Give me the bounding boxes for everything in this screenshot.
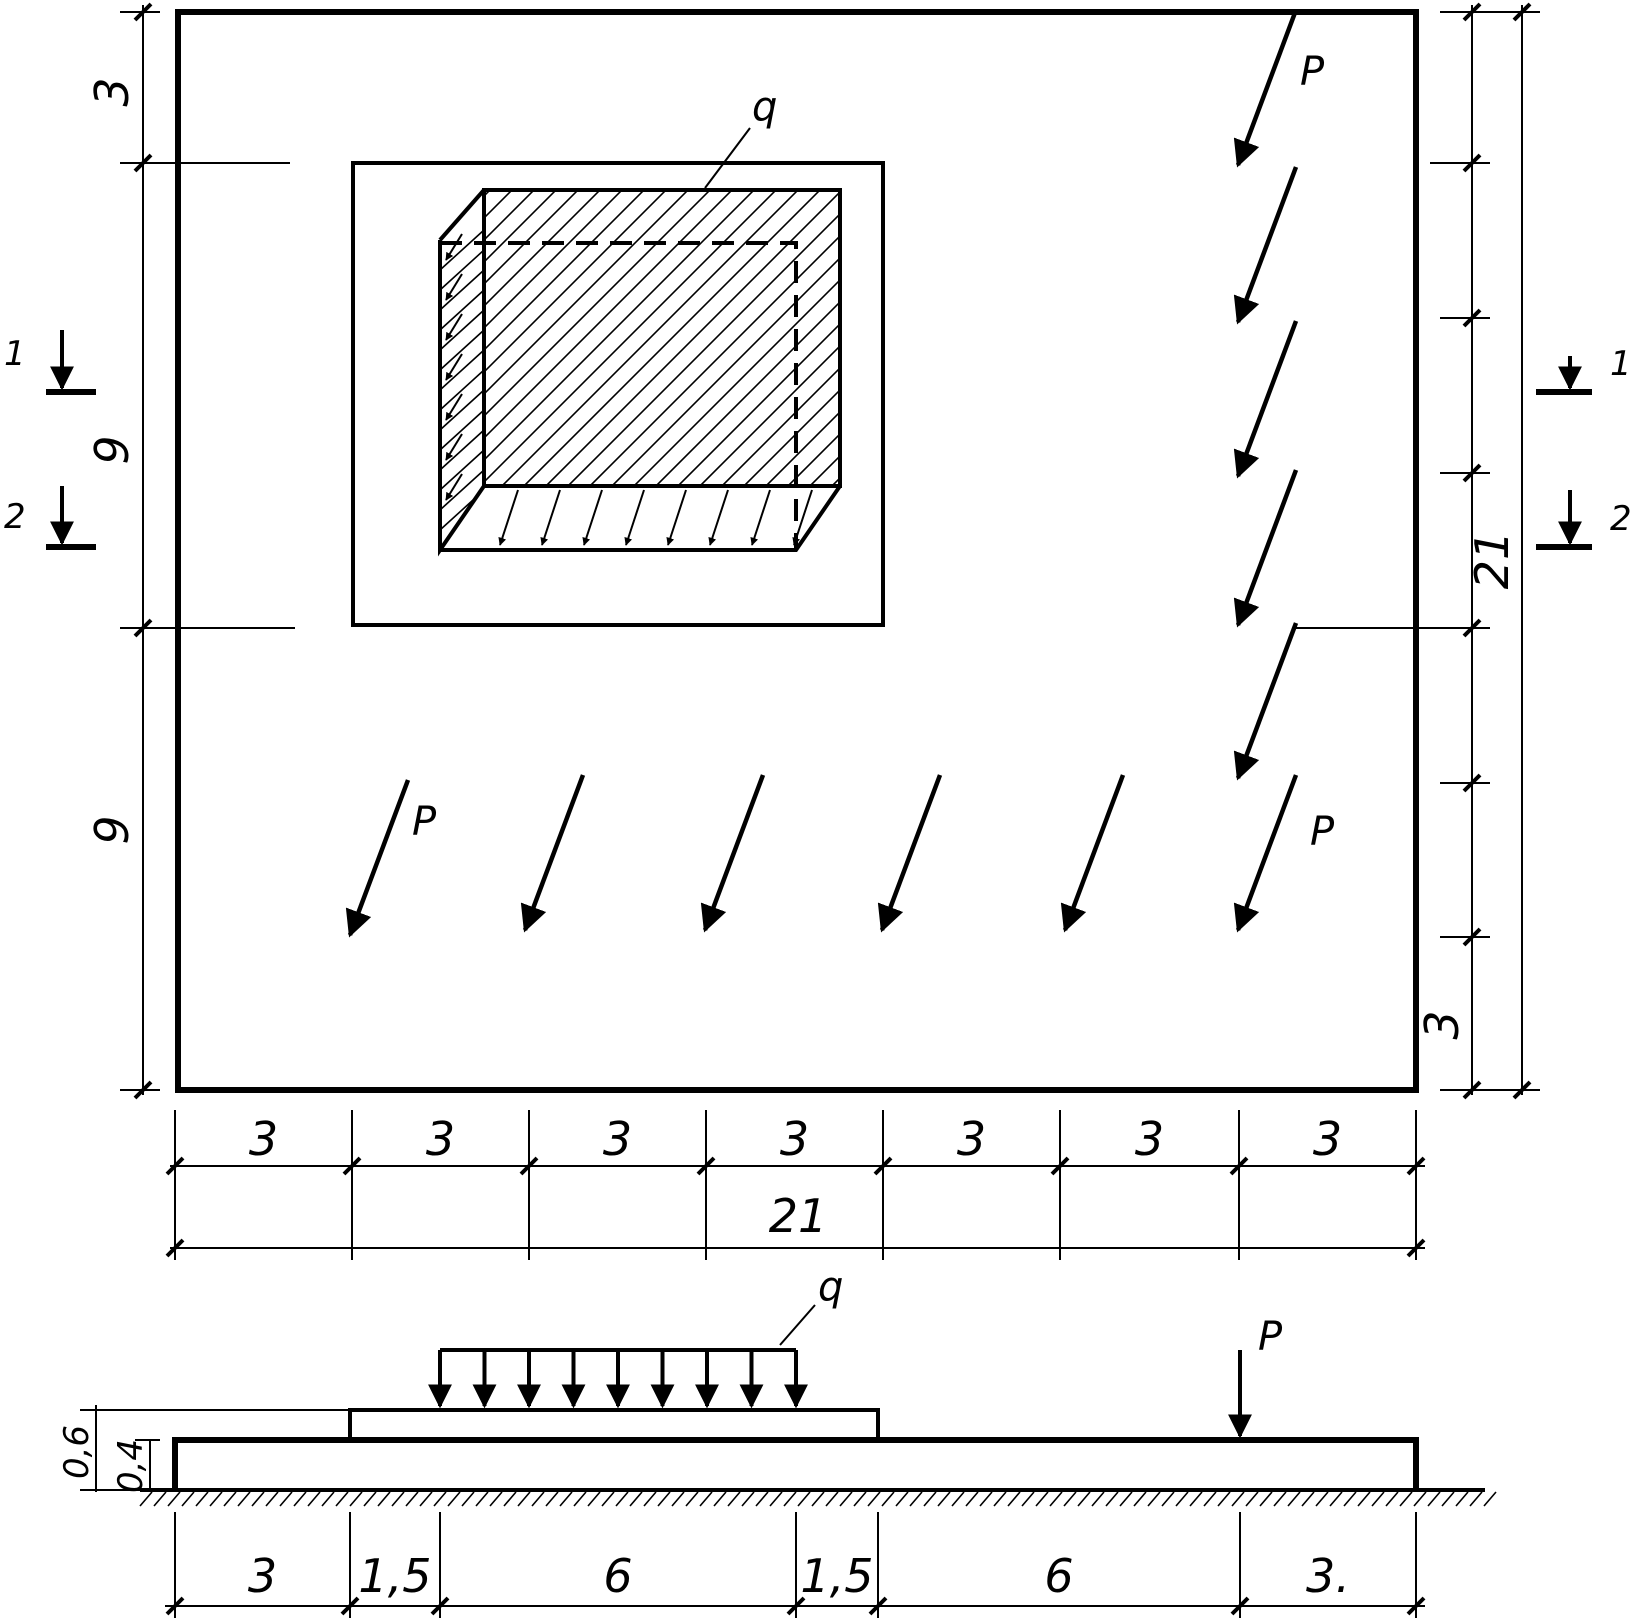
block-left-edge <box>438 188 486 242</box>
side-load-arrow <box>445 233 463 261</box>
side-load-arrow <box>445 273 463 301</box>
q-leader-plan <box>704 127 751 189</box>
section-dim-segment: 3. <box>1306 1549 1350 1603</box>
bottom-dim-segment: 3 <box>1135 1112 1164 1166</box>
section-bottom-dimension-chain: 3 1,5 6 1,5 6 3. <box>165 1512 1426 1618</box>
left-dim-3: 3 <box>85 77 139 106</box>
bottom-dim-segment: 3 <box>1313 1112 1342 1166</box>
left-dim-9-upper: 9 <box>85 435 139 464</box>
block-hidden-edge <box>440 241 798 550</box>
bottom-dim-segment: 3 <box>426 1112 455 1166</box>
p-load-arrow <box>1233 774 1299 933</box>
bottom-dim-segment: 3 <box>780 1112 809 1166</box>
p-load-arrow <box>1060 774 1126 933</box>
p-label-plan-bottom-right: P <box>1310 809 1335 855</box>
block-top-face <box>482 188 842 488</box>
p-load-arrow <box>345 779 411 938</box>
plan-view: q P P P 1 2 1 2 <box>4 2 1632 1260</box>
side-load-arrow <box>445 433 463 461</box>
bottom-load-arrow <box>540 489 561 546</box>
raised-pad-outline <box>351 161 885 627</box>
height-dim-0-6: 0,6 <box>57 1425 97 1479</box>
bottom-load-arrow <box>582 489 603 546</box>
section-2-label-right: 2 <box>1610 499 1632 539</box>
right-dim-3: 3 <box>1415 1010 1469 1039</box>
bottom-dim-segment: 3 <box>603 1112 632 1166</box>
section-dim-segment: 1,5 <box>358 1549 431 1603</box>
p-label-section: P <box>1258 1314 1283 1360</box>
section-marker-2-right: 2 <box>1536 490 1632 550</box>
bottom-load-arrow <box>792 489 813 546</box>
left-dim-9-lower: 9 <box>85 815 139 844</box>
side-load-arrow <box>445 353 463 381</box>
block-bottom-edge <box>440 484 842 552</box>
slab-section <box>172 1437 1419 1490</box>
bottom-load-arrow <box>708 489 729 546</box>
section-dim-segment: 6 <box>603 1549 632 1603</box>
q-label-section: q <box>818 1264 843 1310</box>
side-load-arrow <box>445 473 463 501</box>
p-load-arrow <box>1233 622 1299 781</box>
bottom-dim-21: 21 <box>769 1189 828 1243</box>
q-distributed-load <box>428 1348 808 1409</box>
q-load-block <box>438 188 842 557</box>
bottom-load-arrow <box>750 489 771 546</box>
slab-outline <box>175 9 1419 1093</box>
section-1-label-left: 1 <box>4 334 26 374</box>
section-view: q P 0,6 0,4 3 1,5 6 1,5 6 3. <box>57 1264 1497 1618</box>
bottom-load-arrow <box>624 489 645 546</box>
bottom-dim-segment: 3 <box>249 1112 278 1166</box>
pad-section <box>348 1408 880 1437</box>
right-dimension-chain: 3 21 <box>1415 2 1540 1100</box>
q-leader-section <box>779 1304 816 1346</box>
p-load-arrow <box>1233 166 1299 325</box>
bottom-load-arrow <box>498 489 519 546</box>
p-load-arrows <box>345 9 1299 938</box>
section-marker-1-left: 1 <box>4 330 96 395</box>
section-1-label-right: 1 <box>1610 344 1632 384</box>
p-load-arrow <box>520 774 586 933</box>
right-dim-21: 21 <box>1465 531 1519 590</box>
section-dim-segment: 1,5 <box>800 1549 873 1603</box>
section-dim-segment: 3 <box>248 1549 277 1603</box>
left-dimension-chain: 3 9 9 <box>85 2 160 1100</box>
section-2-label-left: 2 <box>4 497 26 537</box>
p-load-arrow <box>700 774 766 933</box>
p-label-plan-bottom-left: P <box>412 799 437 845</box>
height-dim-0-4: 0,4 <box>111 1439 151 1493</box>
p-load-arrow <box>877 774 943 933</box>
ground-hatch <box>139 1491 1497 1507</box>
p-load-arrow <box>1233 9 1299 168</box>
side-load-arrow <box>445 393 463 421</box>
p-load-arrow <box>1233 320 1299 479</box>
section-marker-1-right: 1 <box>1536 344 1632 395</box>
bottom-dim-segment: 3 <box>957 1112 986 1166</box>
bottom-load-arrow <box>666 489 687 546</box>
q-label-plan: q <box>752 84 777 130</box>
p-label-plan-top: P <box>1300 49 1325 95</box>
p-load-arrow <box>1233 469 1299 628</box>
section-dim-segment: 6 <box>1044 1549 1073 1603</box>
section-marker-2-left: 2 <box>4 486 96 550</box>
bottom-dimension-chain: 21 3 3 3 3 3 3 3 <box>165 1110 1426 1260</box>
hatch-top-face <box>484 190 840 486</box>
side-load-arrow <box>445 313 463 341</box>
